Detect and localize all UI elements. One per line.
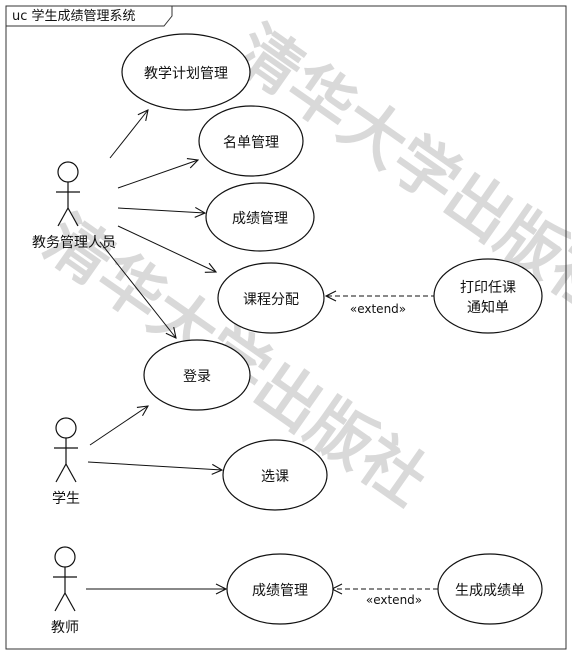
extend-relations: «extend» «extend» — [326, 296, 438, 607]
frame-title-tab — [6, 6, 173, 27]
association-student-login — [89, 406, 148, 446]
use-case-print-label-line2: 通知单 — [467, 299, 509, 316]
use-case-report: 生成成绩单 — [437, 553, 543, 625]
association-admin-plan — [109, 110, 148, 159]
use-case-assign-ellipse — [217, 262, 325, 334]
association-admin-grades — [117, 208, 205, 213]
actor-teacher-right-leg — [64, 592, 76, 612]
use-case-grades-admin-label: 成绩管理 — [232, 211, 288, 227]
actor-admin-head — [57, 161, 79, 183]
actor-student-head — [55, 417, 77, 439]
association-admin-login — [99, 241, 176, 338]
use-case-grades-admin: 成绩管理 — [205, 182, 315, 252]
actor-student-label: 学生 — [52, 491, 80, 507]
association-admin-assign — [117, 225, 216, 272]
use-case-select: 选课 — [222, 439, 328, 511]
use-case-report-ellipse — [437, 553, 543, 625]
use-case-plan-label: 教学计划管理 — [144, 66, 228, 82]
actor-student-right-leg — [65, 463, 77, 483]
use-case-grades-admin-ellipse — [205, 182, 315, 252]
use-case-login-ellipse — [143, 339, 251, 411]
association-student-select — [87, 461, 222, 470]
actor-student-left-leg — [55, 463, 67, 483]
use-case-roster-ellipse — [198, 105, 304, 177]
use-case-assign: 课程分配 — [217, 262, 325, 334]
actor-admin-label: 教务管理人员 — [32, 235, 116, 251]
actor-teacher-head — [54, 546, 76, 568]
use-case-report-label: 生成成绩单 — [455, 583, 525, 599]
use-case-plan: 教学计划管理 — [121, 33, 251, 111]
frame-border — [5, 5, 567, 650]
use-case-login-label: 登录 — [183, 369, 211, 385]
diagram-frame: uc 学生成绩管理系统 — [5, 5, 567, 650]
actor-teacher-left-leg — [54, 592, 66, 612]
use-case-plan-ellipse — [121, 33, 251, 111]
use-case-grades-teacher-ellipse — [226, 553, 334, 625]
use-case-select-ellipse — [222, 439, 328, 511]
frame-title: uc 学生成绩管理系统 — [12, 8, 136, 24]
use-case-roster-label: 名单管理 — [223, 135, 279, 151]
actor-student — [54, 417, 78, 483]
use-case-select-label: 选课 — [261, 469, 289, 485]
actor-teacher — [53, 546, 77, 612]
actor-admin — [56, 161, 80, 227]
use-case-print-ellipse — [433, 258, 543, 334]
use-case-print-label-line1: 打印任课 — [460, 279, 516, 296]
actor-teacher-label: 教师 — [51, 620, 79, 636]
use-case-print: 打印任课 通知单 — [433, 258, 543, 334]
associations — [86, 110, 226, 589]
use-case-roster: 名单管理 — [198, 105, 304, 177]
use-case-login: 登录 — [143, 339, 251, 411]
use-case-grades-teacher: 成绩管理 — [226, 553, 334, 625]
extend-label-1: «extend» — [350, 302, 406, 316]
association-admin-roster — [117, 160, 198, 189]
actor-admin-right-leg — [67, 207, 79, 227]
use-case-grades-teacher-label: 成绩管理 — [252, 583, 308, 599]
use-case-assign-label: 课程分配 — [243, 292, 299, 308]
actor-admin-left-leg — [57, 207, 69, 227]
extend-label-2: «extend» — [366, 593, 422, 607]
